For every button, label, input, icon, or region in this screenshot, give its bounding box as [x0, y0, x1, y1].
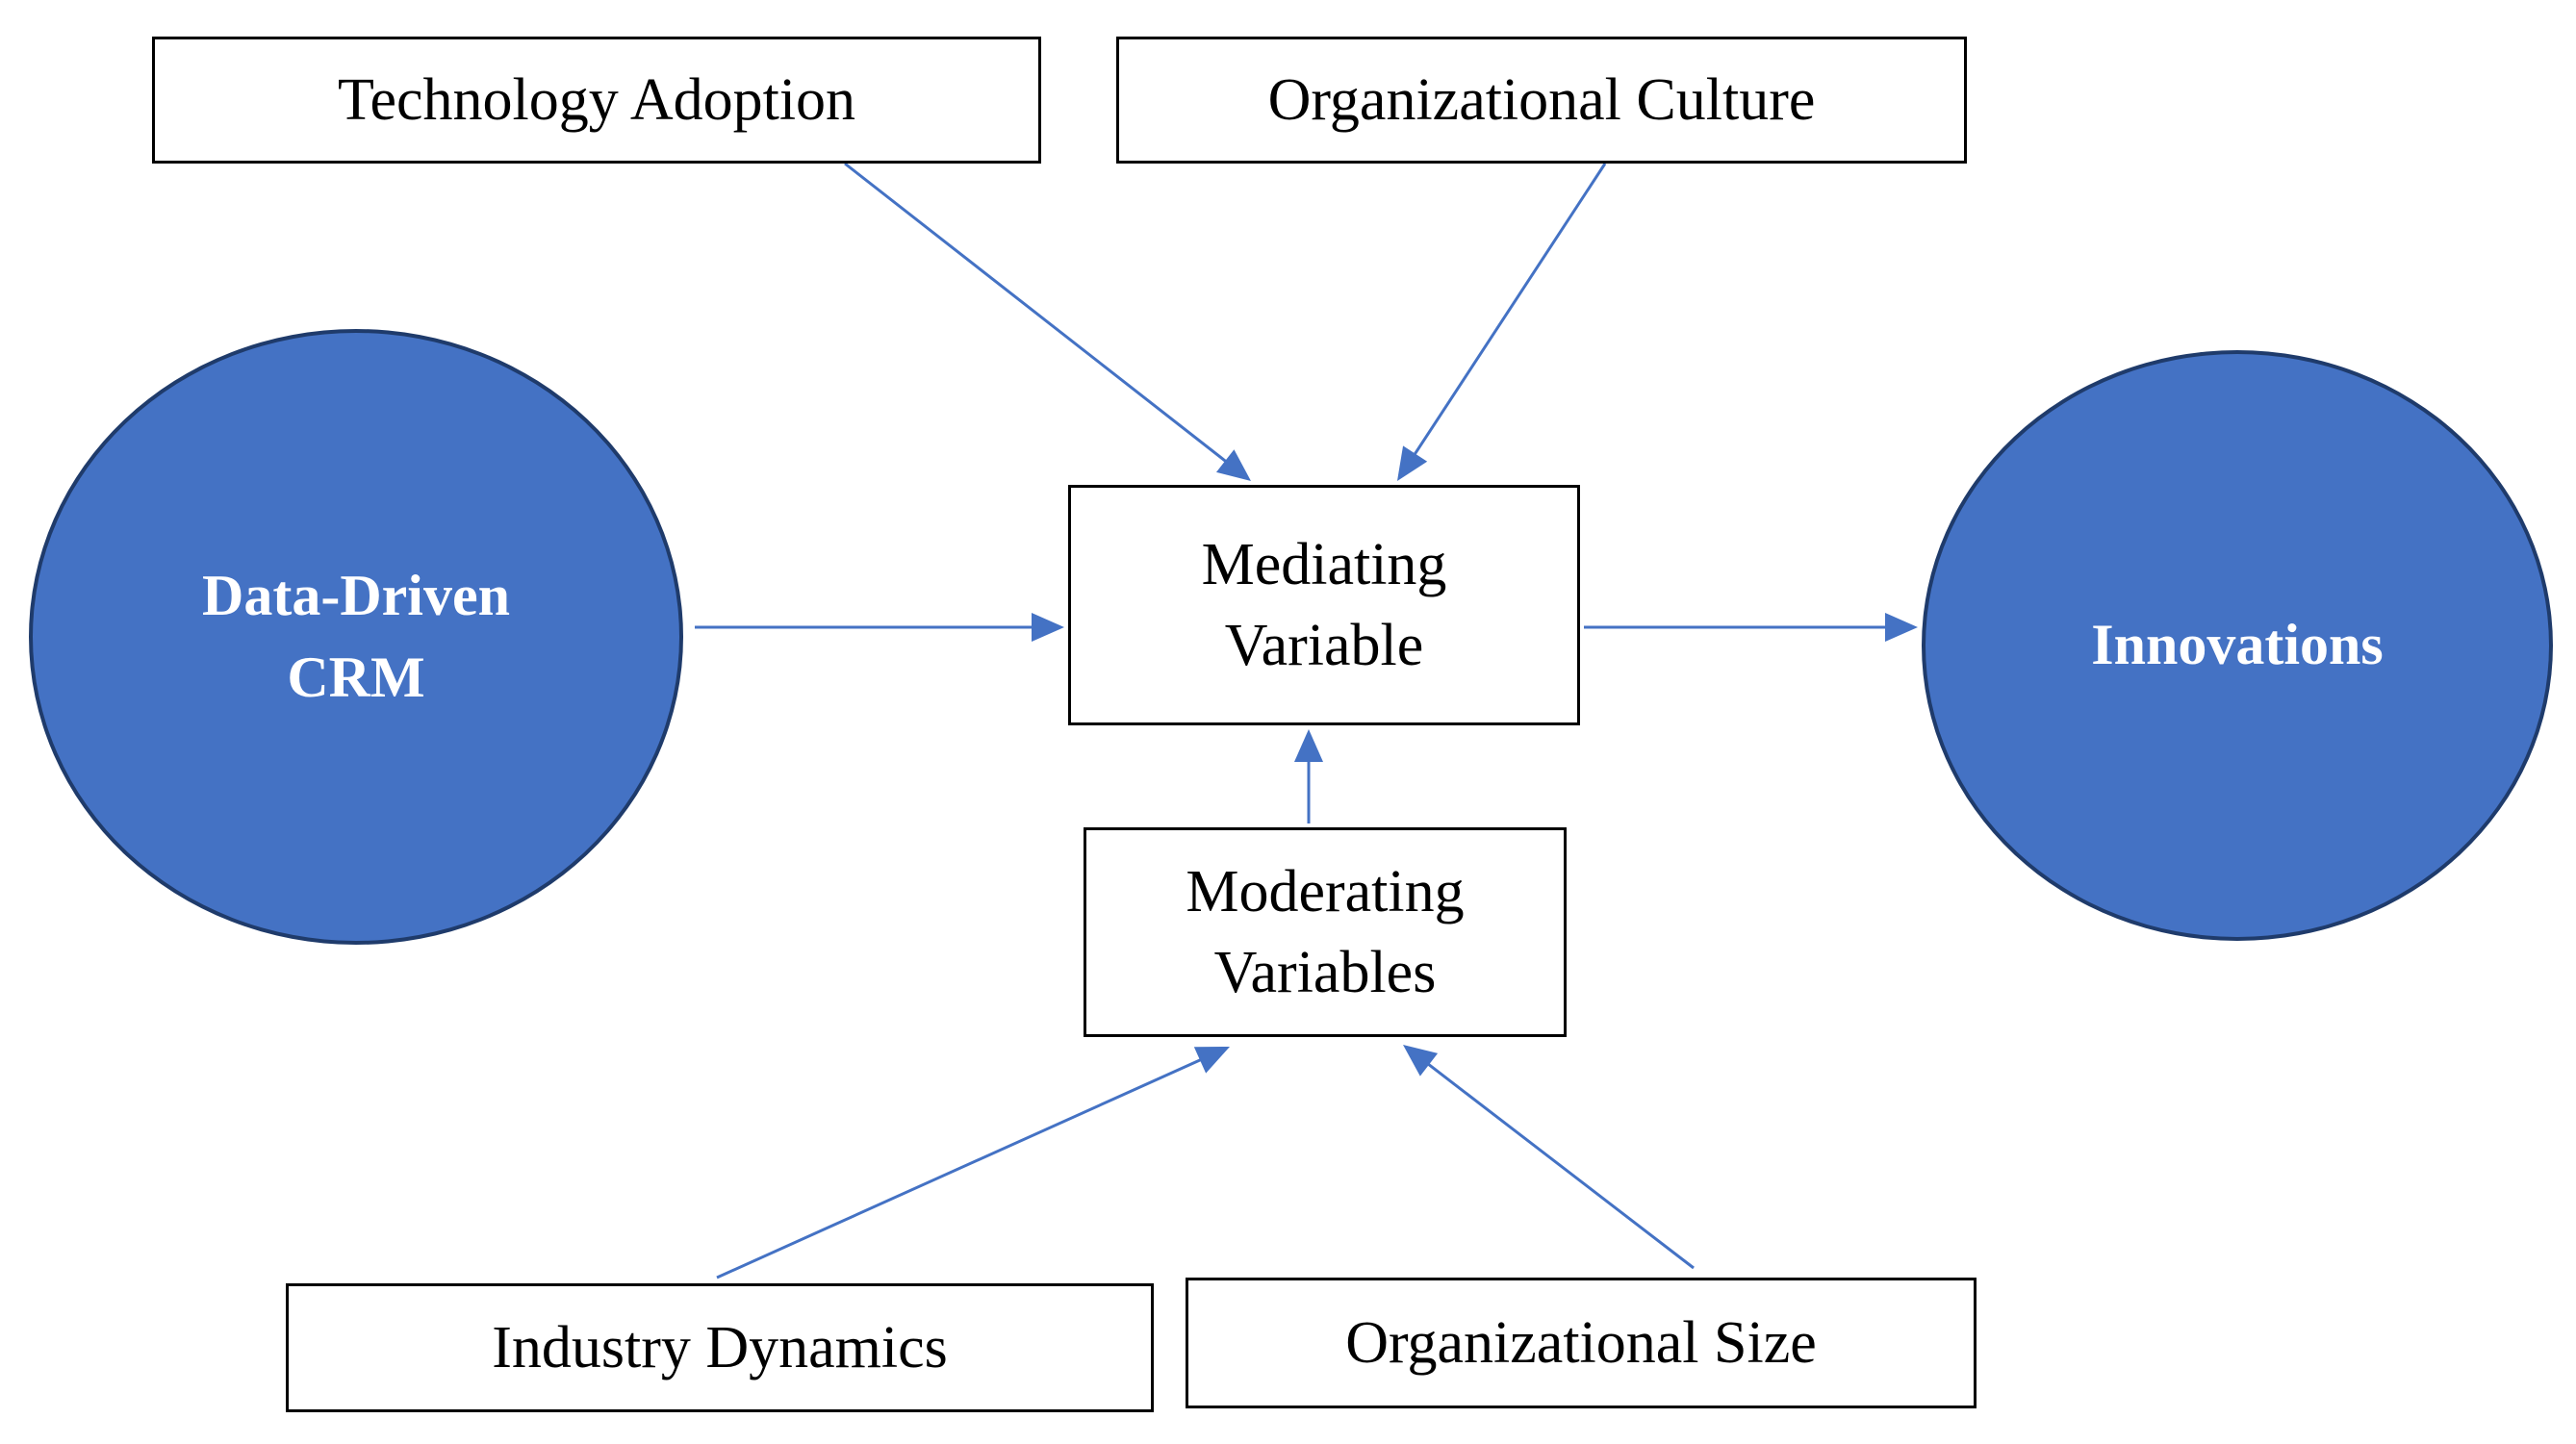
technology-adoption-label: Technology Adoption: [337, 66, 856, 133]
technology-adoption-box: Technology Adoption: [152, 37, 1041, 164]
arrow-organizational-culture-to-mediating-variable: [1413, 163, 1607, 457]
moderating-variables-label-line2: Variables: [1213, 940, 1437, 1005]
mediating-variable-label-line1: Mediating: [1201, 531, 1447, 597]
industry-dynamics-label: Industry Dynamics: [492, 1314, 948, 1381]
arrowhead-industry-dynamics-to-moderating-variables: [1193, 1047, 1230, 1074]
arrowhead-moderating-variables-to-mediating-variable: [1294, 729, 1323, 762]
mediating-variable-box: Mediating Variable: [1068, 485, 1580, 725]
arrow-industry-dynamics-to-moderating-variables: [716, 1057, 1203, 1279]
organizational-culture-box: Organizational Culture: [1116, 37, 1967, 164]
arrowhead-organizational-culture-to-mediating-variable: [1397, 445, 1428, 481]
organizational-culture-label: Organizational Culture: [1267, 66, 1816, 133]
innovations-node: Innovations: [1922, 350, 2553, 941]
moderating-variables-label-line1: Moderating: [1186, 858, 1465, 925]
data-driven-crm-node: Data-Driven CRM: [29, 329, 683, 945]
innovations-label: Innovations: [2091, 613, 2384, 677]
arrow-technology-adoption-to-mediating-variable: [844, 162, 1228, 464]
mediating-variable-label-line2: Variable: [1224, 613, 1424, 678]
data-driven-crm-label-line2: CRM: [287, 646, 425, 709]
arrow-organizational-size-to-moderating-variables: [1426, 1062, 1695, 1270]
organizational-size-label: Organizational Size: [1345, 1309, 1817, 1376]
arrowhead-organizational-size-to-moderating-variables: [1403, 1045, 1439, 1077]
arrowhead-mediating-variable-to-innovations: [1885, 613, 1918, 642]
arrowhead-technology-adoption-to-mediating-variable: [1215, 449, 1251, 481]
data-driven-crm-label-line1: Data-Driven: [202, 563, 510, 627]
arrowhead-data-driven-crm-to-mediating-variable: [1032, 613, 1064, 642]
moderating-variables-box: Moderating Variables: [1084, 827, 1567, 1037]
organizational-size-box: Organizational Size: [1186, 1278, 1977, 1408]
industry-dynamics-box: Industry Dynamics: [286, 1283, 1154, 1412]
